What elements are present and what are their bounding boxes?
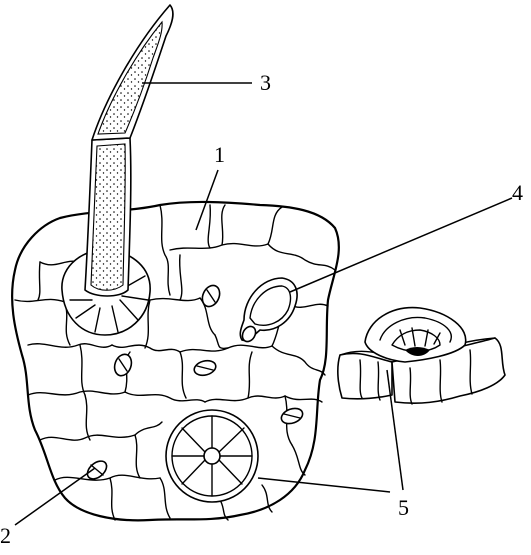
trichome — [61, 4, 174, 336]
label-2: 2 — [0, 523, 11, 548]
label-5: 5 — [398, 495, 409, 520]
leader-1 — [195, 169, 219, 231]
leader-lines — [14, 82, 513, 526]
leader-2 — [14, 467, 96, 526]
epidermal-tissue — [11, 200, 340, 522]
tissue-outline — [11, 200, 340, 522]
leader-5a — [257, 477, 391, 493]
label-1: 1 — [214, 142, 225, 167]
label-3: 3 — [260, 70, 271, 95]
gland — [239, 277, 298, 343]
leader-4 — [289, 197, 513, 293]
stoma-surface — [165, 409, 259, 503]
cell-walls — [14, 204, 336, 521]
label-4: 4 — [512, 180, 523, 205]
leader-5b — [386, 369, 404, 491]
small-bodies — [86, 284, 304, 480]
stoma-section — [337, 306, 506, 405]
gland-head — [239, 277, 298, 342]
